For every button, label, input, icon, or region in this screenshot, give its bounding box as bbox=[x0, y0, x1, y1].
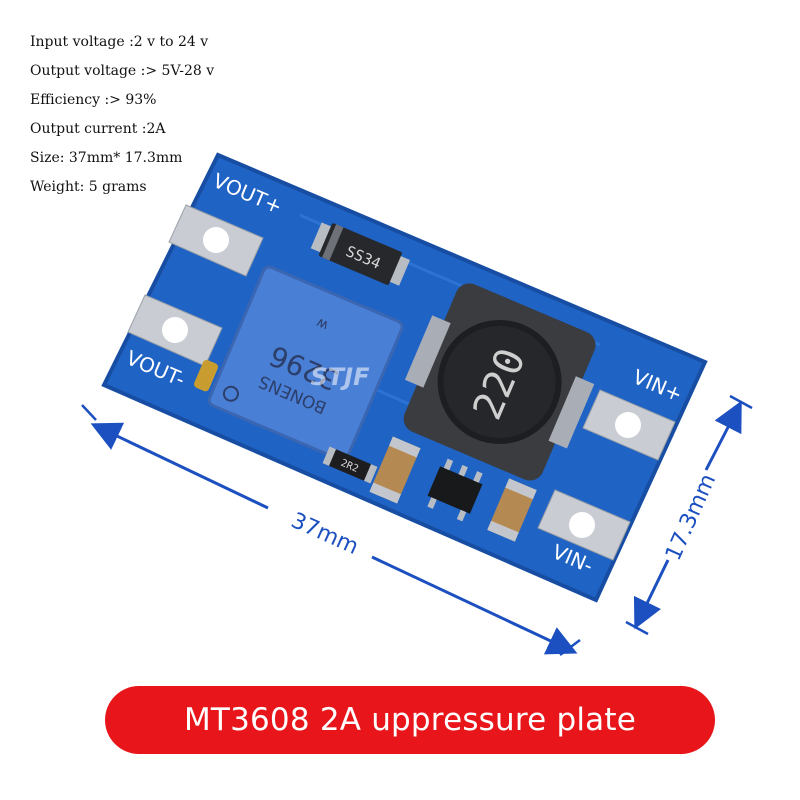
smd-resistor: 2R2 bbox=[322, 446, 378, 484]
product-title-banner: MT3608 2A uppressure plate bbox=[105, 686, 715, 754]
pad-vout-plus bbox=[168, 204, 264, 277]
spec-input-voltage: Input voltage :2 v to 24 v bbox=[30, 34, 209, 50]
watermark: STJF bbox=[311, 363, 371, 391]
mt3608-ic bbox=[427, 458, 483, 522]
spec-efficiency: Efficiency :> 93% bbox=[30, 92, 157, 108]
height-label: 17.3mm bbox=[661, 470, 721, 564]
spec-weight: Weight: 5 grams bbox=[30, 179, 147, 195]
product-title: MT3608 2A uppressure plate bbox=[183, 702, 636, 738]
trimmer-potentiometer: BONENS 3296 w bbox=[194, 265, 404, 462]
spec-output-voltage: Output voltage :> 5V-28 v bbox=[30, 63, 215, 79]
pad-vout-minus bbox=[127, 294, 223, 367]
pcb-board: VOUT+ VOUT- VIN+ VIN- SS34 220 BON bbox=[101, 152, 708, 603]
pad-vin-plus bbox=[582, 389, 676, 461]
diode-ss34: SS34 bbox=[310, 222, 411, 286]
spec-size: Size: 37mm* 17.3mm bbox=[30, 150, 183, 166]
inductor-220: 220 bbox=[403, 283, 596, 481]
capacitor-left bbox=[369, 436, 421, 504]
width-label: 37mm bbox=[287, 508, 362, 560]
spec-output-current: Output current :2A bbox=[30, 121, 166, 137]
pad-vin-minus bbox=[537, 489, 631, 561]
spec-list: Input voltage :2 v to 24 v Output voltag… bbox=[30, 28, 214, 202]
capacitor-right bbox=[487, 478, 537, 542]
